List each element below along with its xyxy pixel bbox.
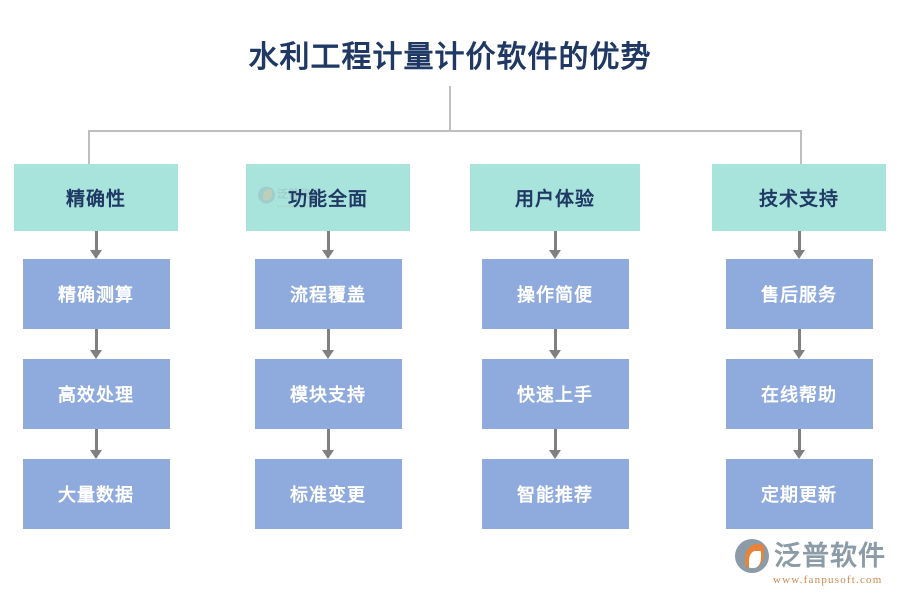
node-label-4-1: 售后服务 (761, 285, 837, 305)
node-box-1-3[interactable]: 大量数据 (22, 459, 170, 529)
node-box-2-3[interactable]: 标准变更 (254, 459, 402, 529)
arrow-down-2-1 (318, 231, 338, 259)
watermark-mark-icon (258, 186, 275, 203)
node-box-4-3[interactable]: 定期更新 (725, 459, 873, 529)
node-box-3-3[interactable]: 智能推荐 (481, 459, 629, 529)
node-label-2-1: 流程覆盖 (290, 285, 366, 305)
node-label-4-2: 在线帮助 (761, 385, 837, 405)
arrow-down-3-2 (545, 329, 565, 359)
branch-header-label-4: 技术支持 (758, 189, 839, 210)
brand-name: 泛普软件 (774, 541, 886, 571)
node-box-3-2[interactable]: 快速上手 (481, 359, 629, 429)
arrow-down-4-1 (789, 231, 809, 259)
branch-header-4[interactable]: 技术支持 (712, 164, 886, 231)
node-label-2-2: 模块支持 (290, 385, 366, 405)
node-box-1-1[interactable]: 精确测算 (22, 259, 170, 329)
branch-header-label-3: 用户体验 (514, 189, 595, 210)
arrow-down-2-2 (318, 329, 338, 359)
brand-url: www.fanpusoft.com (773, 574, 883, 586)
branch-column-2: 泛普软件 www.fanpusoft.com 功能全面 流程覆盖 模块支持 标准… (246, 164, 410, 529)
node-label-3-3: 智能推荐 (517, 485, 593, 505)
connector-horizontal-bar (88, 130, 802, 132)
connector-drop-right (800, 130, 802, 164)
node-box-1-2[interactable]: 高效处理 (22, 359, 170, 429)
arrow-down-4-3 (789, 429, 809, 459)
branch-header-label-2: 功能全面 (287, 189, 368, 210)
arrow-down-1-3 (86, 429, 106, 459)
arrow-down-2-3 (318, 429, 338, 459)
node-box-3-1[interactable]: 操作简便 (481, 259, 629, 329)
arrow-down-3-3 (545, 429, 565, 459)
connector-title-stem (449, 86, 451, 131)
node-label-2-3: 标准变更 (290, 485, 366, 505)
node-box-4-1[interactable]: 售后服务 (725, 259, 873, 329)
branch-column-1: 精确性 精确测算 高效处理 大量数据 (14, 164, 178, 529)
node-box-2-2[interactable]: 模块支持 (254, 359, 402, 429)
arrow-down-3-1 (545, 231, 565, 259)
brand-logo: 泛普软件 www.fanpusoft.com (735, 539, 886, 586)
node-label-1-3: 大量数据 (58, 485, 134, 505)
fanpu-logo-icon (735, 539, 769, 573)
branch-header-2[interactable]: 泛普软件 www.fanpusoft.com 功能全面 (246, 164, 410, 231)
arrow-down-1-2 (86, 329, 106, 359)
node-label-4-3: 定期更新 (761, 485, 837, 505)
node-label-1-1: 精确测算 (58, 285, 134, 305)
node-label-3-2: 快速上手 (517, 385, 593, 405)
node-box-4-2[interactable]: 在线帮助 (725, 359, 873, 429)
page-title: 水利工程计量计价软件的优势 (248, 41, 652, 74)
arrow-down-1-1 (86, 231, 106, 259)
node-label-3-1: 操作简便 (517, 285, 593, 305)
branch-header-label-1: 精确性 (65, 189, 126, 210)
node-label-1-2: 高效处理 (58, 385, 134, 405)
branch-header-1[interactable]: 精确性 (14, 164, 178, 231)
connector-drop-left (88, 130, 90, 164)
branch-header-3[interactable]: 用户体验 (470, 164, 640, 231)
branch-column-4: 技术支持 售后服务 在线帮助 定期更新 (712, 164, 886, 529)
node-box-2-1[interactable]: 流程覆盖 (254, 259, 402, 329)
arrow-down-4-2 (789, 329, 809, 359)
branch-column-3: 用户体验 操作简便 快速上手 智能推荐 (470, 164, 640, 529)
